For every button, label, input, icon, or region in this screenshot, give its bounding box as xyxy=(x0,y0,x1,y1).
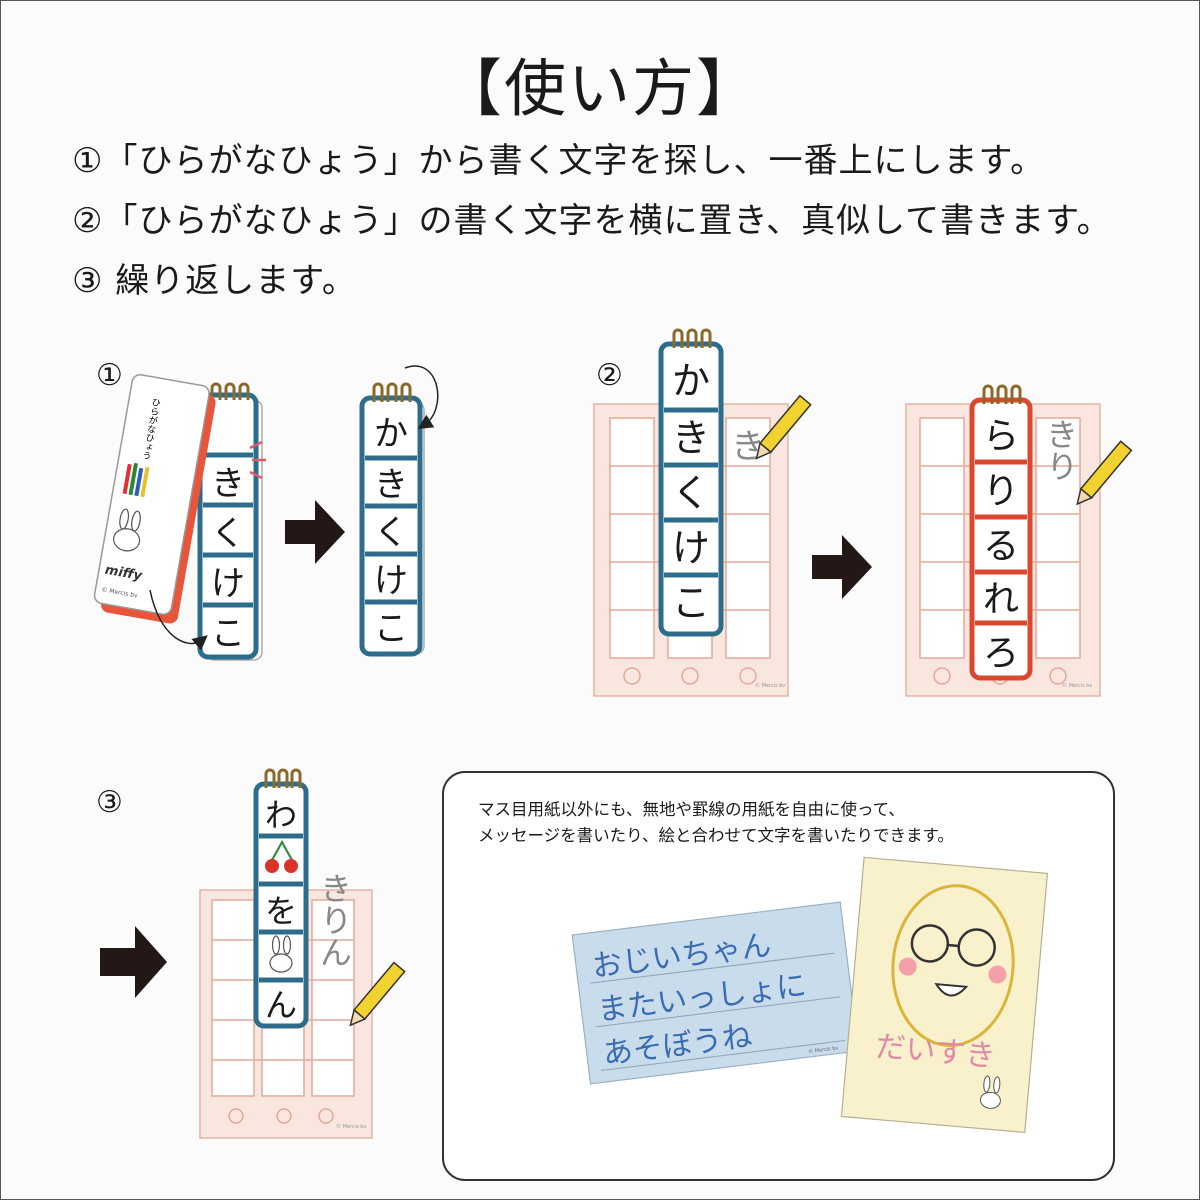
flip-char: く xyxy=(211,514,245,554)
step-3-text: ③ 繰り返します。 xyxy=(72,261,357,301)
sheet-copyright: © Mercis bv xyxy=(755,682,785,689)
drawing-card: だいすき xyxy=(840,856,1049,1134)
flip-arrow xyxy=(149,589,208,651)
marker-step-3: ③ xyxy=(96,785,123,820)
strip-char: れ xyxy=(983,579,1019,620)
practice-sheet-step3: © Mercis bv きりん わ を ん xyxy=(199,768,406,1139)
result-char: か xyxy=(374,414,408,454)
written-chars: きりん xyxy=(315,872,353,968)
strip-char: る xyxy=(983,526,1019,567)
pencil-icon xyxy=(755,394,812,460)
marker-step-1: ① xyxy=(96,358,123,393)
sheet-copyright: © Mercis bv xyxy=(1062,682,1092,689)
strip-char: こ xyxy=(672,581,710,625)
practice-sheet-left: © Mercis bv き か き く け こ xyxy=(593,328,812,697)
card-copyright: © Mercis bv xyxy=(808,1044,839,1055)
strip-char: か xyxy=(672,359,710,403)
flip-char: こ xyxy=(211,614,245,654)
strip-char: く xyxy=(672,471,710,515)
strip-char: り xyxy=(983,471,1019,512)
strip-char: わ xyxy=(265,796,297,834)
strip-char: ら xyxy=(983,416,1019,457)
bunny-icon xyxy=(979,1075,1001,1109)
cover-brand: miffy xyxy=(104,563,144,584)
next-arrow-icon xyxy=(100,926,167,998)
next-arrow-icon xyxy=(285,500,345,564)
strip-char: け xyxy=(672,526,710,570)
cherries-icon xyxy=(265,839,298,873)
sparkle-icon xyxy=(249,440,266,480)
written-chars: きり xyxy=(1041,418,1079,482)
strip-char: ん xyxy=(265,986,297,1024)
result-chart: か き く け こ xyxy=(359,365,439,657)
miffy-bunny-icon xyxy=(113,508,141,552)
next-arrow-icon xyxy=(812,535,872,599)
strip-char: ろ xyxy=(983,633,1019,674)
result-char: こ xyxy=(374,609,408,649)
flip-char: き xyxy=(211,464,245,504)
marker-step-2: ② xyxy=(596,358,623,393)
note-line-1: マス目用紙以外にも、無地や罫線の用紙を自由に使って、 xyxy=(478,800,905,819)
practice-sheet-right: © Mercis bv きり ら り る れ ろ xyxy=(905,384,1133,697)
note-line-2: メッセージを書いたり、絵と合わせて文字を書いたりできます。 xyxy=(478,826,954,845)
message-card: おじいちゃん またいっしょに あそぼうね © Mercis bv xyxy=(571,901,860,1085)
page-title: 【使い方】 xyxy=(439,52,760,125)
cover-sheet: ひらがなひょう miffy © Mercis bv xyxy=(93,374,216,624)
strip-char: き xyxy=(672,416,710,460)
pencil-icon xyxy=(1076,440,1133,506)
sheet-copyright: © Mercis bv xyxy=(336,1123,366,1130)
flip-char: け xyxy=(211,564,245,604)
rotate-arrow xyxy=(404,365,439,429)
flower-icon xyxy=(228,1108,334,1124)
result-char: け xyxy=(374,561,408,601)
strip-char: を xyxy=(265,892,297,930)
step-2-text: ②「ひらがなひょう」の書く文字を横に置き、真似して書きます。 xyxy=(72,201,1112,241)
result-char: き xyxy=(374,465,408,505)
flipping-chart-illustration: ひらがなひょう miffy © Mercis bv き く け こ xyxy=(93,374,266,661)
bunny-icon xyxy=(269,935,293,973)
step-1-text: ①「ひらがなひょう」から書く文字を探し、一番上にします。 xyxy=(72,141,1046,181)
pencils-icon xyxy=(122,462,150,498)
note-text: マス目用紙以外にも、無地や罫線の用紙を自由に使って、 メッセージを書いたり、絵と… xyxy=(478,797,954,849)
pencil-icon xyxy=(349,961,406,1027)
flower-icon xyxy=(623,667,757,685)
result-char: く xyxy=(374,513,408,553)
